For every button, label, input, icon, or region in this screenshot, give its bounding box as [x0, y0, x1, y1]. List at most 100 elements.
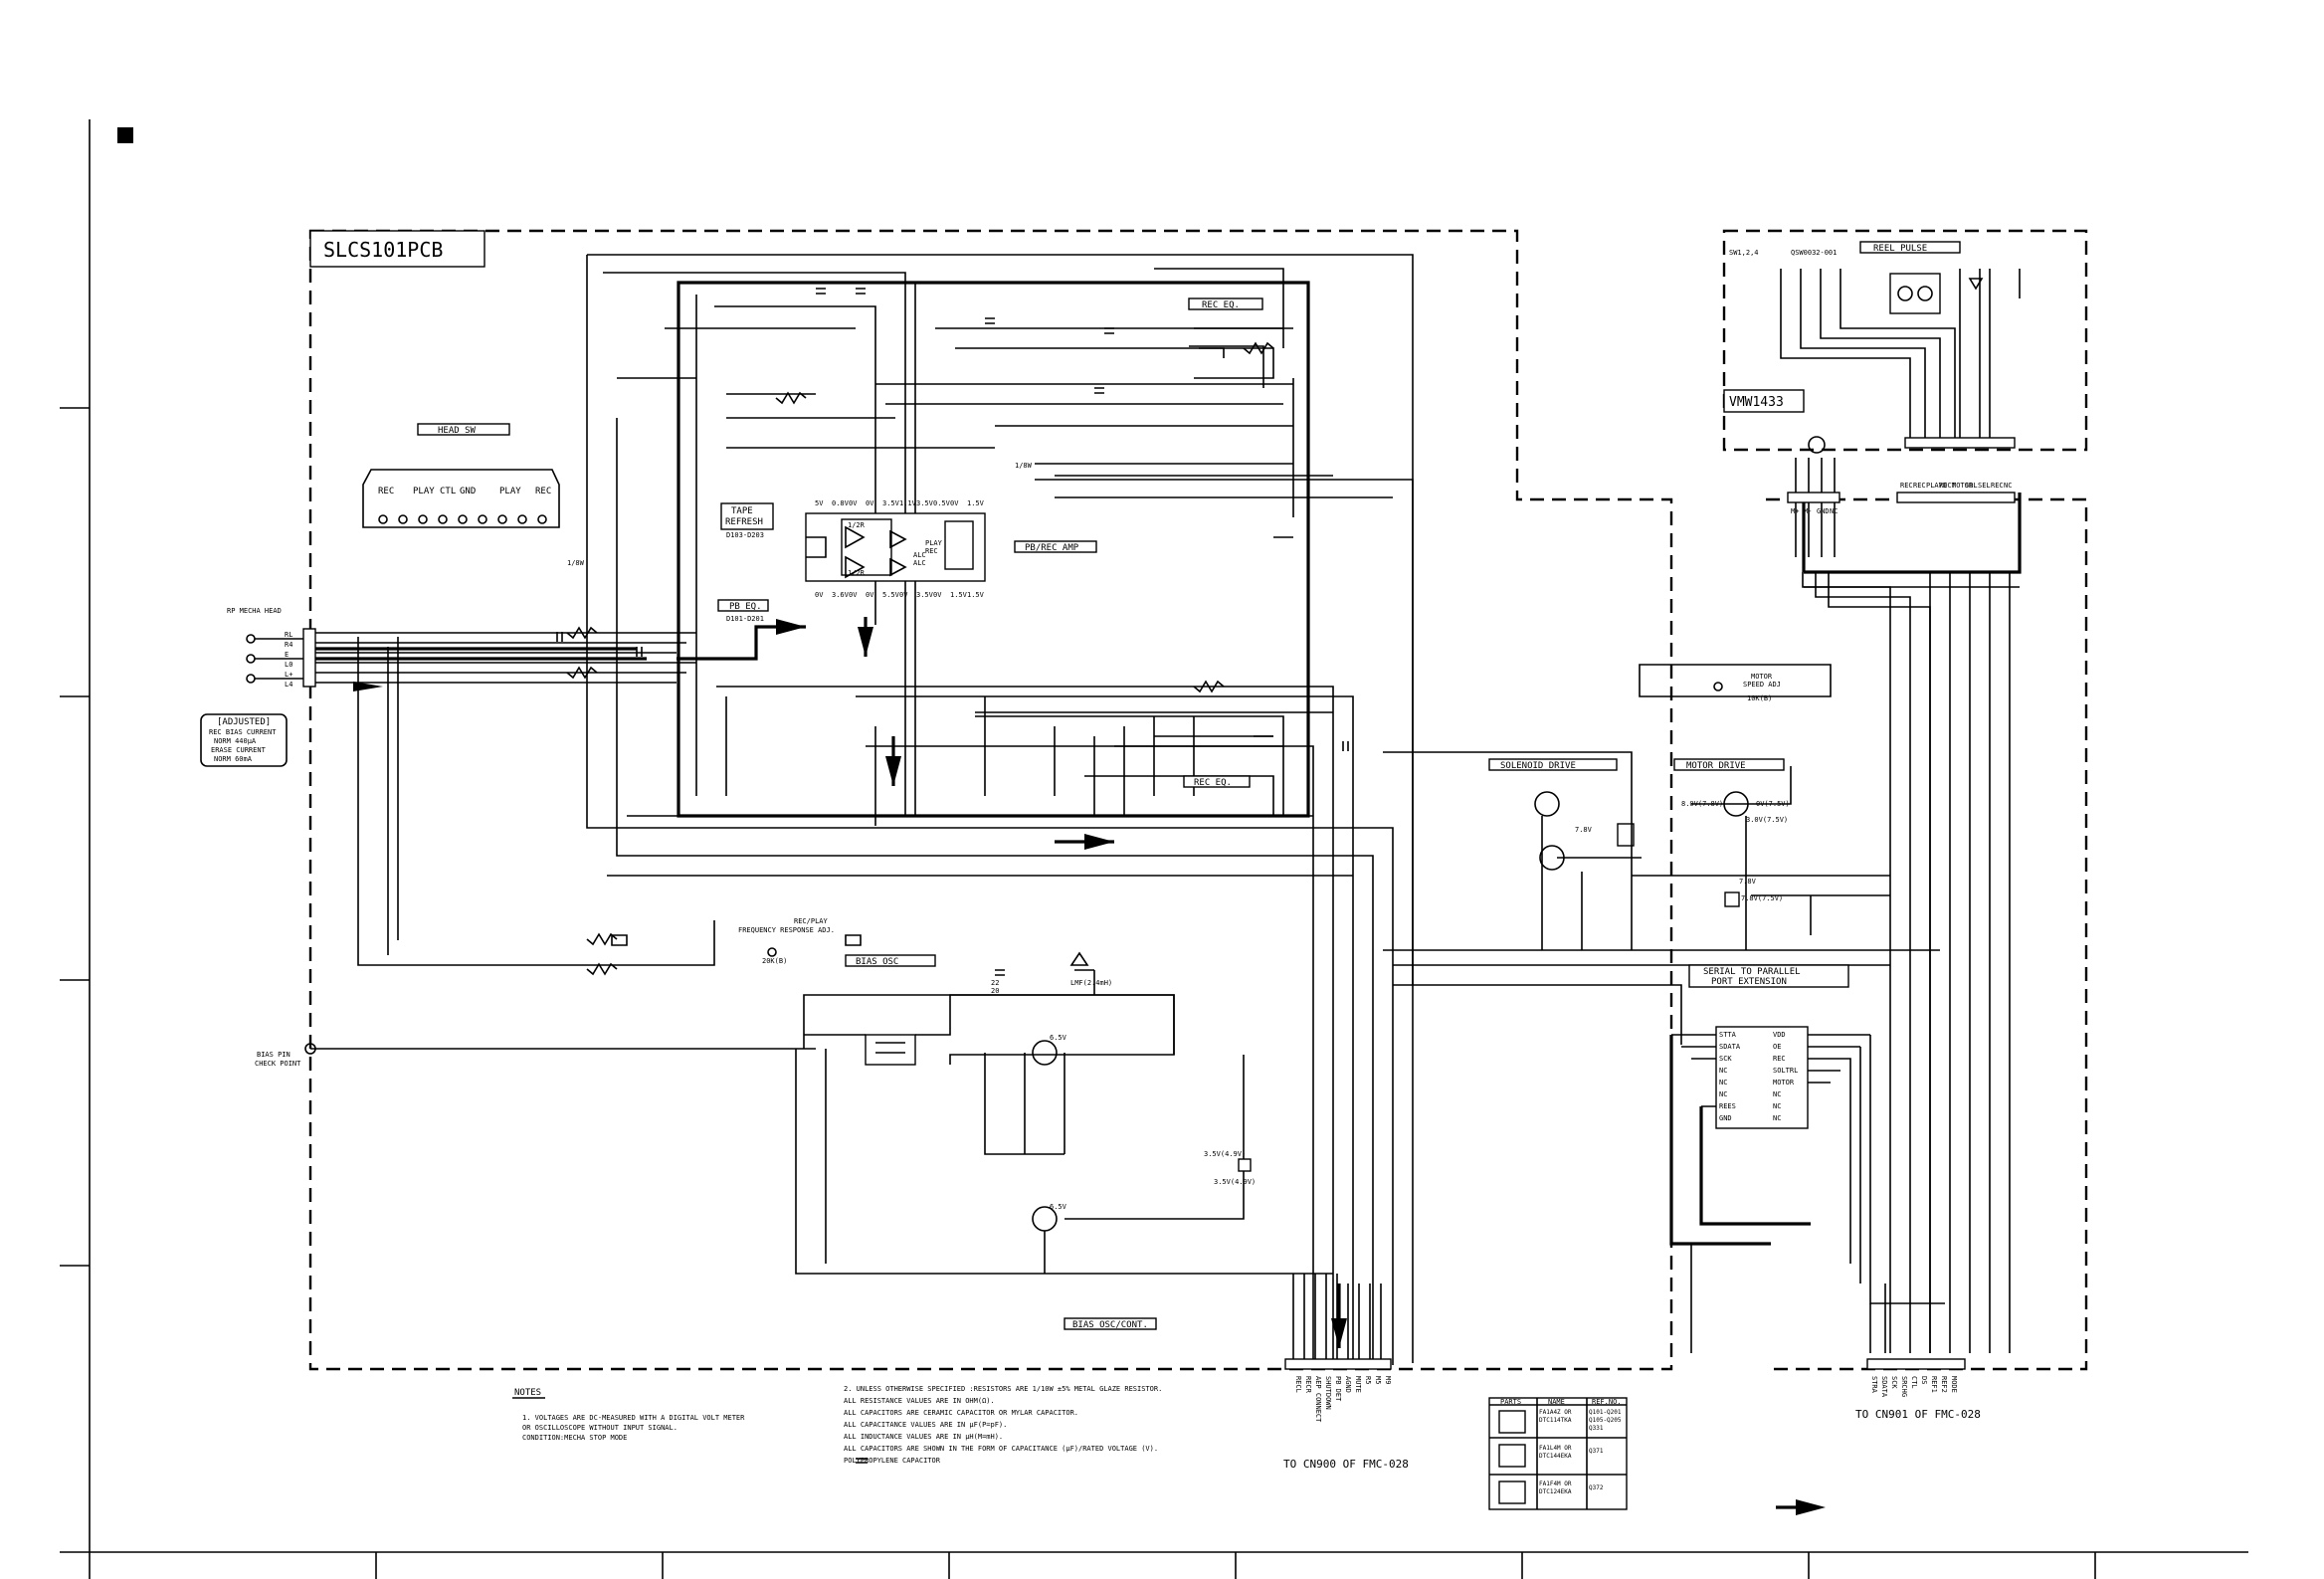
head-sw-pin-1: REC [378, 487, 394, 496]
ic-bot-pin-2: 3.6V [832, 591, 850, 599]
head-pin-l4: L4 [285, 681, 292, 689]
parts-row-1-name-wrap: FA1A4Z OR DTC114TKA [1539, 1409, 1572, 1424]
v-label-5: 8.0V(7.8V) [1681, 800, 1723, 808]
warning-triangle-icon [1069, 951, 1089, 966]
v-label-3: 6.5V [1050, 1034, 1067, 1042]
reel-pin-1: REC [1900, 482, 1913, 490]
head-pin-rl: RL [285, 631, 292, 639]
ic-top-pin-3: 0V [849, 499, 858, 507]
bias-info-line1: REC BIAS CURRENT [209, 728, 277, 736]
reel-pin-8: REC [1991, 482, 2004, 490]
bias-info-line2: NORM 440μA [214, 737, 257, 745]
section-square-marker [117, 127, 133, 143]
bias-osc-section: BIAS PIN CHECK POINT REC/PLAY FREQUENCY … [255, 637, 1333, 1330]
reel-pin-5: MOTOR [1952, 482, 1974, 490]
cn901-label: TO CN901 OF FMC-028 [1855, 1408, 1981, 1421]
cn901-pin-8: REF2 [1940, 1376, 1948, 1393]
serial-right-pin-7: NC [1773, 1102, 1781, 1110]
serial-left-pin-2: SDATA [1719, 1043, 1741, 1051]
serial-left-pin-8: GND [1719, 1114, 1732, 1122]
cn901-pin-6: DS [1920, 1376, 1928, 1384]
flow-arrow-center [1084, 834, 1114, 850]
serial-left-pin-4: NC [1719, 1067, 1727, 1075]
v-label-1: 3.5V(4.9V) [1204, 1150, 1246, 1158]
bias-info-line4: NORM 60mA [214, 755, 253, 763]
pb-eq-label: PB EQ. [729, 602, 762, 612]
head-pin-l0: L0 [285, 661, 292, 669]
motor-pin-3: GND [1817, 507, 1830, 515]
parts-row-2-ref-wrap: Q371 [1589, 1448, 1603, 1455]
ic-inner-5: PLAY [925, 539, 943, 547]
v-label-6: 0V(7.5V) [1756, 800, 1790, 808]
osc-transistor [1032, 1040, 1058, 1066]
amp-wiring [586, 254, 1414, 1365]
ic-top-pin-4: 0V [866, 499, 874, 507]
bias-pin-check-point [304, 1043, 316, 1055]
note2-line5: ALL INDUCTANCE VALUES ARE IN μH(M=mH). [844, 1433, 1003, 1441]
pb-rec-amp-ic: 1/2R 1/2R ALC ALC PLAY REC 5V 0.8V 0V 0V… [805, 499, 1097, 599]
bias-osc-coil: LMF(2.4mH) [1070, 979, 1112, 987]
parts-header-2: NAME [1548, 1398, 1565, 1406]
bias-info-title: [ADJUSTED] [217, 717, 271, 727]
motor-speed-adj: MOTOR SPEED ADJ 10K(B) [1639, 664, 1832, 702]
reel-pin-9: NC [2004, 482, 2012, 490]
head-sw-pin-6: REC [535, 487, 551, 496]
bias-osc-cap2: 20 [991, 987, 999, 995]
note2-line2: ALL RESISTANCE VALUES ARE IN OHM(Ω). [844, 1397, 995, 1405]
serial-label-1: SERIAL TO PARALLEL [1703, 967, 1801, 977]
notes-title: NOTES [514, 1388, 541, 1398]
serial-right-pin-2: OE [1773, 1043, 1781, 1051]
note2-line7: POLYPROPYLENE CAPACITOR [844, 1457, 941, 1465]
reel-sw-label: SW1,2,4 [1729, 249, 1759, 257]
parts-row-3-ref: Q372 [1589, 1484, 1604, 1491]
note1-line1: 1. VOLTAGES ARE DC-MEASURED WITH A DIGIT… [522, 1414, 745, 1422]
motor-icon [1808, 436, 1826, 454]
ic-bot-pin-1: 0V [815, 591, 824, 599]
pb-eq-ref: D101-D201 [726, 615, 764, 623]
pb-rec-amp-label: PB/REC AMP [1025, 543, 1079, 553]
ic-inner-1: 1/2R [848, 521, 866, 529]
tape-refresh-ref: D103-D203 [726, 531, 764, 539]
cn900-arrow [1331, 1318, 1347, 1348]
sheet-frame [60, 119, 2248, 1579]
ic-bot-pin-10: 1.5V [967, 591, 985, 599]
cn901-pin-7: REF1 [1930, 1376, 1938, 1393]
bias-osc-cap1: 22 [991, 979, 999, 987]
motor-adj-line1: MOTOR [1751, 673, 1773, 681]
cn901-pin-3: SCK [1890, 1376, 1898, 1389]
right-bus [1690, 493, 2022, 1353]
note2-line3: ALL CAPACITORS ARE CERAMIC CAPACITOR OR … [844, 1409, 1078, 1417]
serial-left-pin-3: SCK [1719, 1055, 1732, 1063]
cn900-label: TO CN900 OF FMC-028 [1283, 1458, 1409, 1471]
serial-right-pin-8: NC [1773, 1114, 1781, 1122]
bias-osc-cont-label: BIAS OSC/CONT. [1072, 1320, 1148, 1330]
ic-inner-2: 1/2R [848, 569, 866, 577]
parts-row-1-ref: Q101-Q201 Q105-Q205 Q331 [1589, 1409, 1622, 1432]
serial-left-pin-1: STTA [1719, 1031, 1737, 1039]
head-sw-pin-2: PLAY [413, 487, 435, 496]
polypropylene-symbol [856, 1458, 868, 1464]
cn901-pin-9: MODE [1950, 1376, 1958, 1393]
motor-adj-line2: SPEED ADJ [1743, 681, 1781, 689]
motor-drive-label: MOTOR DRIVE [1686, 761, 1746, 771]
serial-left-pin-7: REES [1719, 1102, 1736, 1110]
ic-top-pin-7: 3.5V [916, 499, 934, 507]
head-sw-block: HEAD SW REC PLAY CTL GND PLAY REC [362, 423, 560, 528]
ic-bot-pin-5: 5.5V [882, 591, 900, 599]
head-sw-label: HEAD SW [438, 426, 477, 436]
signal-direction-arrow [1796, 1499, 1826, 1515]
resistor-1-8w: 1/8W [1015, 462, 1033, 470]
head-sw-pin-3: CTL [440, 487, 456, 496]
note1-line3: CONDITION:MECHA STOP MODE [522, 1434, 627, 1442]
reel-pin-3: PLAYD [1926, 482, 1947, 490]
passive-components [556, 288, 1349, 976]
cn900-pin-2: RECR [1304, 1376, 1312, 1394]
head-sw-contacts [378, 514, 547, 524]
serial-right-pin-4: SOLTRL [1773, 1067, 1798, 1075]
serial-right-pin-5: MOTOR [1773, 1079, 1795, 1086]
cn900-pin-7: MUTE [1354, 1376, 1362, 1393]
head-sw-pin-5: PLAY [499, 487, 521, 496]
ic-bot-pin-3: 0V [849, 591, 858, 599]
board-outlines: SLCS101PCB VMW1433 [308, 229, 2088, 1371]
ic-top-pin-1: 5V [815, 499, 824, 507]
